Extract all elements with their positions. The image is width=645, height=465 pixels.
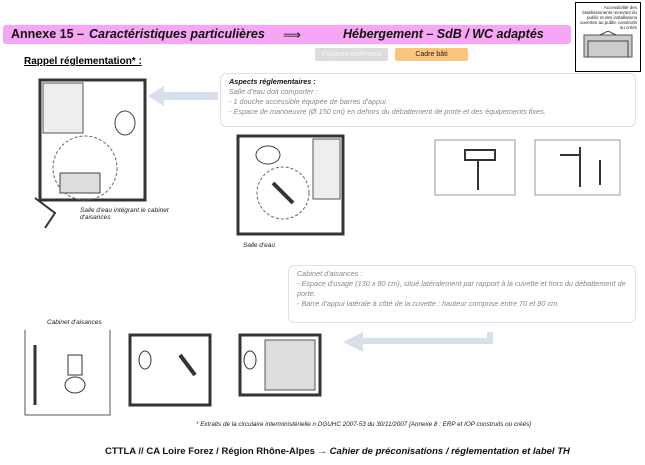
aspects-line: - Espace de manoeuvre (Ø 150 cm) en deho…	[229, 107, 546, 116]
arrow-icon: ⟹	[283, 28, 301, 42]
footnote: * Extraits de la circulaire interministé…	[196, 421, 532, 428]
illustrations-equipements	[434, 139, 621, 196]
title-banner: Annexe 15 – Caractéristiques particulièr…	[3, 25, 571, 44]
caption-salle-eau: Salle d'eau	[243, 242, 275, 249]
cabinet-line: - Espace d'usage (130 x 80 cm), situé la…	[297, 279, 626, 298]
aspects-title: Aspects réglementaires :	[229, 77, 316, 86]
tab-cadre-bati[interactable]: Cadre bâti	[395, 48, 468, 61]
title-prefix: Annexe 15 –	[11, 27, 84, 41]
cabinet-title: Cabinet d'aisances :	[297, 269, 363, 278]
logo-text: Accessibilité des établissements recevan…	[579, 5, 637, 30]
footer-arrow-icon: →	[317, 446, 328, 457]
tab-espaces-exterieurs[interactable]: Espaces extérieurs	[315, 48, 388, 61]
plans-cabinet-aisances	[24, 330, 322, 416]
aspects-box: Aspects réglementaires : Salle d'eau doi…	[220, 73, 636, 127]
footer-right: Cahier de préconisations / réglementatio…	[329, 446, 570, 457]
cabinet-line: - Barre d'appui latérale à côté de la cu…	[297, 299, 560, 308]
caption-cabinet: Cabinet d'aisances	[47, 319, 102, 326]
plan-salle-eau	[236, 134, 345, 236]
footer: CTTLA // CA Loire Forez / Région Rhône-A…	[105, 446, 570, 457]
section-heading: Rappel réglementation* :	[24, 56, 142, 67]
arrow-left-icon	[148, 86, 218, 106]
title-section: Caractéristiques particulières	[89, 27, 265, 41]
logo: Accessibilité des établissements recevan…	[575, 2, 641, 72]
title-subject: Hébergement – SdB / WC adaptés	[343, 27, 544, 41]
footer-left: CTTLA // CA Loire Forez / Région Rhône-A…	[105, 446, 315, 457]
plan-salle-eau-wc	[34, 78, 147, 229]
arrow-left-icon	[343, 332, 493, 352]
caption-salle-eau-wc: Salle d'eau intégrant le cabinet d'aisan…	[80, 207, 169, 221]
cabinet-box: Cabinet d'aisances : - Espace d'usage (1…	[288, 265, 636, 323]
aspects-line: Salle d'eau doit comporter :	[229, 87, 318, 96]
aspects-line: - 1 douche accessible équipée de barres …	[229, 97, 388, 106]
